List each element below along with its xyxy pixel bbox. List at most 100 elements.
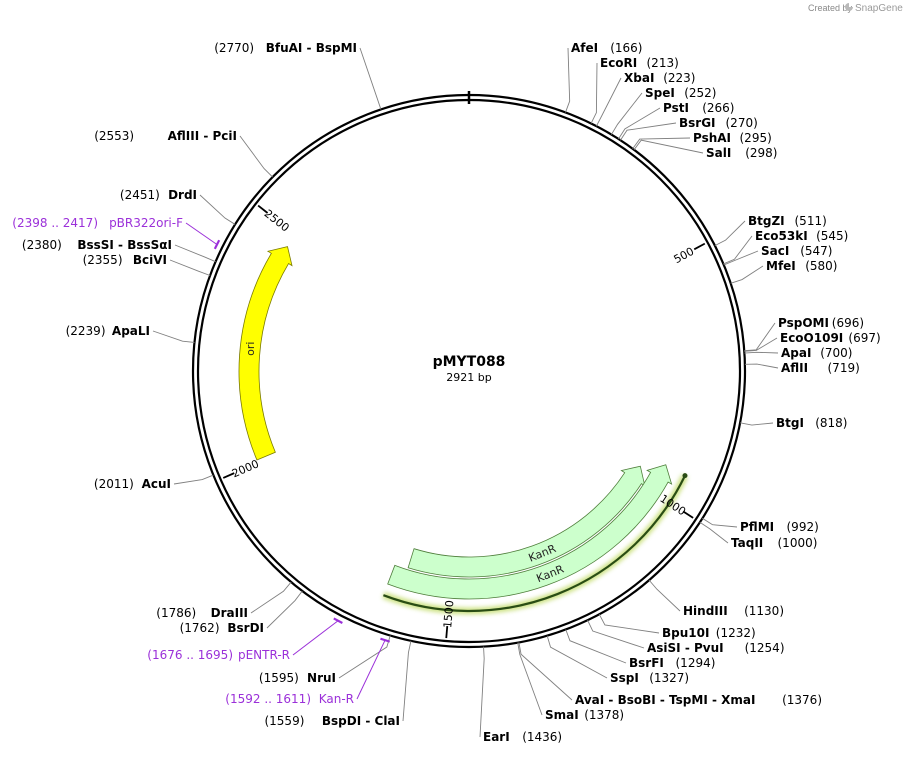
site-ecori[interactable]: EcoRI(213): [600, 56, 679, 70]
site-nrui[interactable]: NruI(1595): [259, 671, 336, 685]
site-sspi[interactable]: SspI(1327): [610, 671, 689, 685]
site-xbai[interactable]: XbaI(223): [624, 71, 695, 85]
site-ecoo109i[interactable]: EcoO109I(697): [780, 331, 881, 345]
site-name[interactable]: ApaI: [781, 346, 811, 360]
site-name[interactable]: EarI: [483, 730, 510, 744]
primer-name[interactable]: pENTR-R: [238, 648, 290, 662]
site-draiii[interactable]: DraIII(1786): [156, 606, 248, 620]
scale-tick: 2000: [222, 457, 261, 480]
site-leader-line: [199, 194, 236, 225]
feature-kanr-2[interactable]: KanR: [387, 464, 673, 600]
credit-prefix: Created by: [808, 3, 853, 13]
feature-ori[interactable]: ori: [238, 246, 293, 461]
site-smai[interactable]: SmaI(1378): [545, 708, 624, 722]
site-name[interactable]: TaqII: [731, 536, 763, 550]
site-name[interactable]: AflII: [781, 361, 808, 375]
site-name[interactable]: XbaI: [624, 71, 654, 85]
site-afliii-pcii[interactable]: AflIII - PciI(2553): [94, 129, 237, 143]
site-name[interactable]: NruI: [307, 671, 336, 685]
site-name[interactable]: DraIII: [211, 606, 248, 620]
site-apai[interactable]: ApaI(700): [781, 346, 852, 360]
site-bspdi-clai[interactable]: BspDI - ClaI(1559): [264, 714, 400, 728]
site-pshai[interactable]: PshAI(295): [693, 131, 772, 145]
site-name[interactable]: AcuI: [142, 477, 171, 491]
site-name[interactable]: AfeI: [571, 41, 598, 55]
site-bsrfi[interactable]: BsrFI(1294): [629, 656, 715, 670]
site-drdi[interactable]: DrdI(2451): [120, 188, 197, 202]
site-name[interactable]: Eco53kI: [755, 229, 808, 243]
site-eari[interactable]: EarI(1436): [483, 730, 562, 744]
site-name[interactable]: BtgI: [776, 416, 804, 430]
site-asisi-pvui[interactable]: AsiSI - PvuI(1254): [647, 641, 785, 655]
site-spei[interactable]: SpeI(252): [645, 86, 716, 100]
feature-arrow[interactable]: [407, 465, 646, 578]
site-name[interactable]: BsrGI: [679, 116, 716, 130]
site-hindiii[interactable]: HindIII (1130): [683, 604, 784, 618]
scale-tick-mark: [445, 626, 449, 639]
site-name[interactable]: BsrFI: [629, 656, 664, 670]
site-name[interactable]: BfuAI - BspMI: [266, 41, 357, 55]
primer-pbr322ori-f[interactable]: pBR322ori-F(2398 .. 2417): [12, 216, 221, 250]
site-eco53ki[interactable]: Eco53kI(545): [755, 229, 848, 243]
site-sali[interactable]: SalI(298): [706, 146, 777, 160]
site-name[interactable]: SpeI: [645, 86, 675, 100]
site-position: (2770): [214, 41, 254, 55]
site-psti[interactable]: PstI(266): [663, 101, 734, 115]
site-bsrdi[interactable]: BsrDI (1762): [180, 621, 264, 635]
site-name[interactable]: ApaLI: [112, 324, 150, 338]
feature-kanr-1[interactable]: KanR: [407, 465, 646, 578]
site-bcivi[interactable]: BciVI(2355): [83, 253, 167, 267]
site-avai-bsobi-tspmi-xmai[interactable]: AvaI - BsoBI - TspMI - XmaI(1376): [575, 693, 822, 707]
site-name[interactable]: DrdI: [168, 188, 197, 202]
site-name[interactable]: BciVI: [133, 253, 167, 267]
site-afei[interactable]: AfeI (166): [571, 41, 642, 55]
site-name[interactable]: PspOMI: [778, 316, 829, 330]
site-aflii[interactable]: AflII(719): [781, 361, 860, 375]
site-taqii[interactable]: TaqII(1000): [731, 536, 817, 550]
site-name[interactable]: BsrDI: [227, 621, 264, 635]
site-pspomi[interactable]: PspOMI(696): [778, 316, 864, 330]
site-position: (1762): [180, 621, 220, 635]
site-btgi[interactable]: BtgI(818): [776, 416, 847, 430]
primer-name[interactable]: Kan-R: [319, 692, 354, 706]
site-saci[interactable]: SacI(547): [761, 244, 832, 258]
site-position: (1130): [744, 604, 784, 618]
site-name[interactable]: PshAI: [693, 131, 731, 145]
primer-kan-r[interactable]: Kan-R(1592 .. 1611): [225, 637, 391, 706]
site-name[interactable]: SacI: [761, 244, 789, 258]
primer-pentr-r[interactable]: pENTR-R(1676 .. 1695): [147, 617, 343, 662]
site-name[interactable]: HindIII: [683, 604, 728, 618]
site-name[interactable]: EcoO109I: [780, 331, 843, 345]
site-bsssi-bsss-i[interactable]: BssSI - BssSαI(2380): [22, 238, 172, 252]
site-leader-line: [620, 122, 677, 141]
feature-arrow[interactable]: [238, 246, 293, 461]
site-pflmi[interactable]: PflMI(992): [740, 520, 819, 534]
site-name[interactable]: Bpu10I: [662, 626, 709, 640]
site-name[interactable]: SmaI: [545, 708, 579, 722]
site-acui[interactable]: AcuI(2011): [94, 477, 171, 491]
site-mfei[interactable]: MfeI(580): [766, 259, 837, 273]
site-bpu10i[interactable]: Bpu10I(1232): [662, 626, 756, 640]
site-name[interactable]: EcoRI: [600, 56, 637, 70]
site-name[interactable]: BtgZI: [748, 214, 785, 228]
feature-arrow[interactable]: [387, 464, 673, 600]
site-name[interactable]: BspDI - ClaI: [322, 714, 400, 728]
site-name[interactable]: SspI: [610, 671, 639, 685]
site-name[interactable]: AvaI - BsoBI - TspMI - XmaI: [575, 693, 755, 707]
site-leader-line: [611, 92, 643, 135]
site-name[interactable]: AsiSI - PvuI: [647, 641, 724, 655]
primer-leader-line: [356, 640, 386, 700]
site-name[interactable]: BssSI - BssSαI: [77, 238, 172, 252]
primer-name[interactable]: pBR322ori-F: [109, 216, 183, 230]
site-name[interactable]: SalI: [706, 146, 731, 160]
site-bfuai-bspmi[interactable]: BfuAI - BspMI (2770): [214, 41, 357, 55]
site-btgzi[interactable]: BtgZI(511): [748, 214, 827, 228]
site-bsrgi[interactable]: BsrGI(270): [679, 116, 758, 130]
site-position: (166): [610, 41, 642, 55]
site-name[interactable]: PstI: [663, 101, 689, 115]
site-apali[interactable]: ApaLI(2239): [66, 324, 150, 338]
site-name[interactable]: PflMI: [740, 520, 774, 534]
site-name[interactable]: MfeI: [766, 259, 796, 273]
site-name[interactable]: AflIII - PciI: [168, 129, 237, 143]
snapgene-credit[interactable]: Created by SnapGene: [808, 3, 903, 14]
